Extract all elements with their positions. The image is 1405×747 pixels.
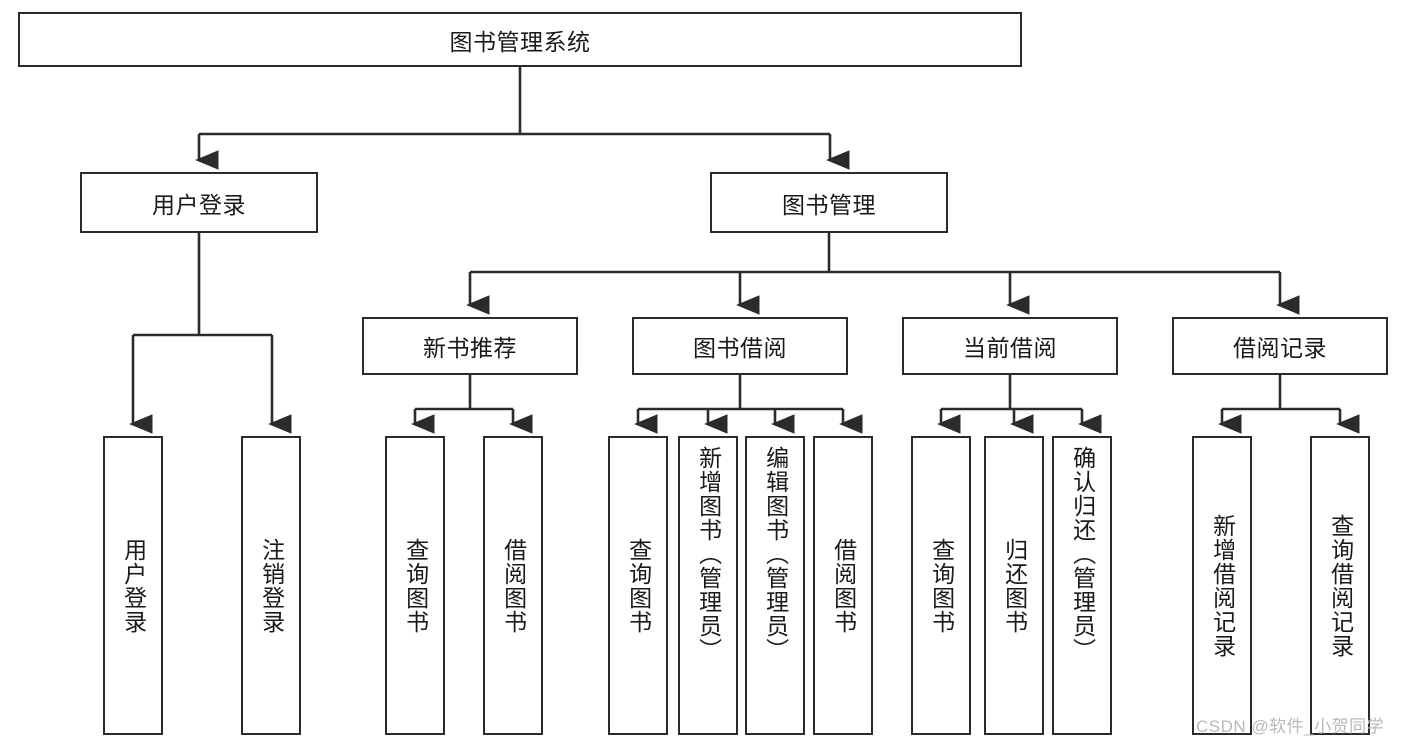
node-leaf-query-book-2-label: 查询图书 (625, 537, 652, 634)
node-leaf-add-book-admin[interactable]: 新增图书（管理员） (678, 436, 738, 735)
node-borrow-record[interactable]: 借阅记录 (1172, 317, 1388, 375)
node-leaf-query-book-1[interactable]: 查询图书 (385, 436, 445, 735)
node-root[interactable]: 图书管理系统 (18, 12, 1022, 67)
watermark-text: CSDN @软件_小贺同学 (1196, 717, 1385, 736)
node-book-management[interactable]: 图书管理 (710, 172, 948, 233)
node-borrow-record-label: 借阅记录 (1233, 335, 1327, 361)
node-user-login[interactable]: 用户登录 (80, 172, 318, 233)
node-leaf-return-book-label: 归还图书 (1001, 537, 1028, 634)
node-root-label: 图书管理系统 (449, 28, 591, 55)
node-leaf-add-borrow-record[interactable]: 新增借阅记录 (1192, 436, 1252, 735)
node-current-borrow[interactable]: 当前借阅 (902, 317, 1118, 375)
node-leaf-edit-book-admin[interactable]: 编辑图书（管理员） (745, 436, 805, 735)
node-leaf-borrow-book-1-label: 借阅图书 (500, 537, 527, 634)
node-book-management-label: 图书管理 (782, 191, 876, 218)
node-leaf-add-book-admin-label: 新增图书（管理员） (695, 446, 722, 662)
node-leaf-edit-book-admin-label: 编辑图书（管理员） (762, 446, 789, 662)
node-leaf-borrow-book-2-label: 借阅图书 (830, 537, 857, 634)
node-leaf-return-book[interactable]: 归还图书 (984, 436, 1044, 735)
node-leaf-user-login-label: 用户登录 (120, 537, 147, 634)
node-leaf-borrow-book-2[interactable]: 借阅图书 (813, 436, 873, 735)
node-book-borrow-label: 图书借阅 (693, 335, 787, 361)
node-leaf-query-borrow-record[interactable]: 查询借阅记录 (1310, 436, 1370, 735)
node-leaf-add-borrow-record-label: 新增借阅记录 (1209, 513, 1236, 658)
node-leaf-query-book-3-label: 查询图书 (928, 537, 955, 634)
node-leaf-logout-login-label: 注销登录 (258, 537, 285, 634)
node-leaf-confirm-return-admin[interactable]: 确认归还（管理员） (1052, 436, 1112, 735)
node-user-login-label: 用户登录 (152, 191, 246, 218)
node-leaf-confirm-return-admin-label: 确认归还（管理员） (1069, 446, 1096, 662)
node-leaf-query-borrow-record-label: 查询借阅记录 (1327, 513, 1354, 658)
node-leaf-query-book-2[interactable]: 查询图书 (608, 436, 668, 735)
node-leaf-logout-login[interactable]: 注销登录 (241, 436, 301, 735)
node-new-book-recommend[interactable]: 新书推荐 (362, 317, 578, 375)
node-new-book-recommend-label: 新书推荐 (423, 335, 517, 361)
node-leaf-query-book-1-label: 查询图书 (402, 537, 429, 634)
node-current-borrow-label: 当前借阅 (963, 335, 1057, 361)
node-leaf-user-login[interactable]: 用户登录 (103, 436, 163, 735)
node-leaf-borrow-book-1[interactable]: 借阅图书 (483, 436, 543, 735)
node-book-borrow[interactable]: 图书借阅 (632, 317, 848, 375)
node-leaf-query-book-3[interactable]: 查询图书 (911, 436, 971, 735)
